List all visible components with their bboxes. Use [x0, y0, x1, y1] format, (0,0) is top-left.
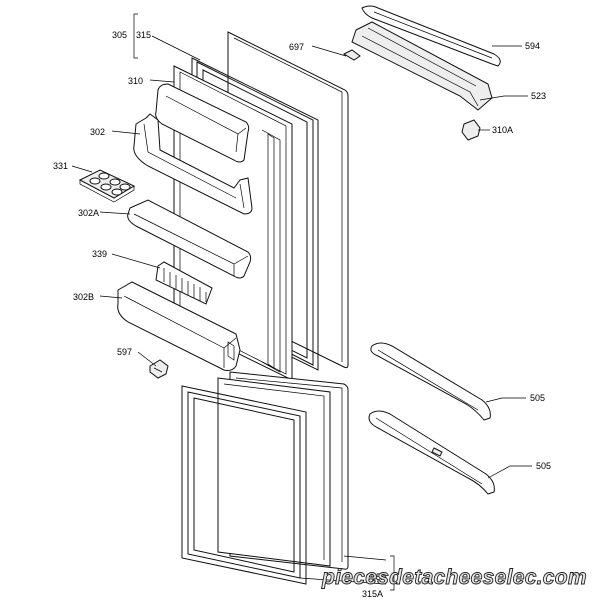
hinge-310a [461, 119, 481, 141]
callout-310a: 310A [492, 125, 513, 135]
callout-labels: 305 315 310 302 331 302A 339 302B 597 69… [53, 30, 551, 599]
callout-697: 697 [289, 42, 304, 52]
handle-505-lower [368, 410, 495, 495]
callout-339: 339 [92, 249, 107, 259]
callout-310: 310 [128, 76, 143, 86]
door-shelf-302b [117, 281, 241, 371]
callout-505-lower: 505 [536, 461, 551, 471]
clip-697 [342, 49, 361, 61]
door-shelf-302a [127, 199, 252, 279]
hinge-597 [149, 359, 169, 379]
callout-594: 594 [525, 41, 540, 51]
callout-315a: 315A [362, 589, 383, 599]
egg-tray [78, 169, 136, 203]
callout-305a: 305A [366, 572, 387, 582]
door-shelf-302 [133, 113, 253, 215]
callout-302: 302 [90, 127, 105, 137]
watermark-text: piecesdetacheeselec.com [321, 566, 587, 589]
handle-505-upper [370, 342, 491, 421]
callout-505-upper: 505 [530, 393, 545, 403]
leader-lines [71, 13, 532, 591]
callout-302b: 302B [73, 292, 94, 302]
handle-594 [361, 5, 501, 67]
callout-597: 597 [117, 347, 132, 357]
filter-grille [155, 261, 213, 305]
callout-315: 315 [136, 30, 151, 40]
callout-302a: 302A [78, 208, 99, 218]
callout-523: 523 [531, 91, 546, 101]
callout-331: 331 [53, 161, 68, 171]
top-cover-523 [351, 21, 493, 111]
callout-305: 305 [112, 30, 127, 40]
lower-door-liner [217, 377, 331, 567]
